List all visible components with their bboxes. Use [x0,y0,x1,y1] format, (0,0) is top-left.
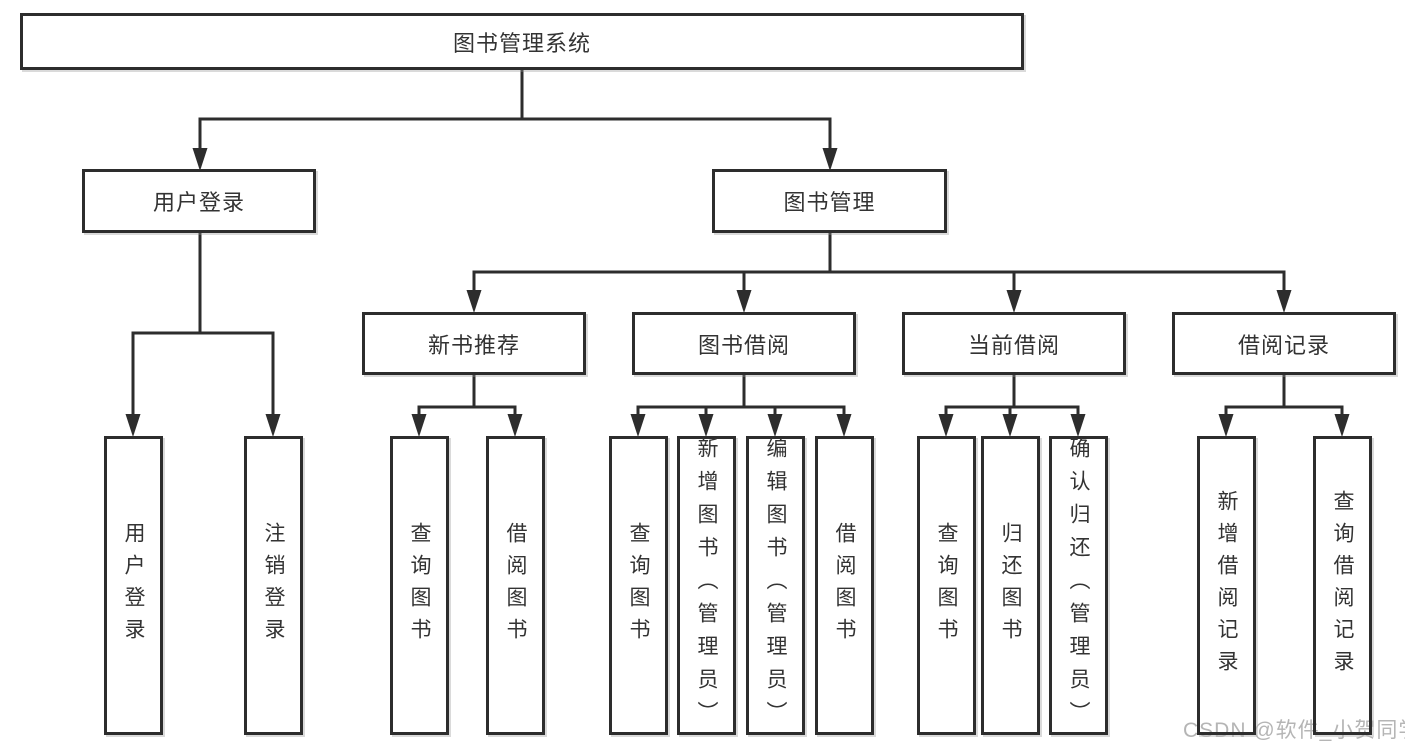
leaf-user-login: 用户登录 [104,436,163,735]
csdn-watermark: CSDN @软件_小贺同学 [1183,719,1405,742]
leaf-borrow-books-2: 借阅图书 [815,436,874,735]
leaf-edit-books-admin-label: 编辑图书（管理员） [764,437,787,734]
node-user-login: 用户登录 [82,169,316,233]
leaf-confirm-return-admin: 确认归还（管理员） [1049,436,1108,735]
leaf-return-books-label: 归还图书 [999,521,1022,650]
leaf-confirm-return-admin-label: 确认归还（管理员） [1067,437,1090,734]
node-user-login-label: 用户登录 [152,190,245,215]
node-borrow-records-label: 借阅记录 [1237,332,1330,358]
leaf-query-books-3: 查询图书 [917,436,976,735]
leaf-logout: 注销登录 [244,436,303,735]
leaf-query-books-2-label: 查询图书 [627,521,650,650]
node-book-management: 图书管理 [712,169,947,233]
node-book-management-label: 图书管理 [783,190,876,215]
leaf-query-books-3-label: 查询图书 [935,521,958,650]
leaf-query-books-1: 查询图书 [390,436,449,735]
node-book-borrow: 图书借阅 [632,312,856,375]
node-book-borrow-label: 图书借阅 [697,332,790,358]
leaf-add-books-admin-label: 新增图书（管理员） [695,437,718,734]
node-root-system: 图书管理系统 [20,13,1024,70]
node-new-book-recommend: 新书推荐 [362,312,586,375]
leaf-add-borrow-record: 新增借阅记录 [1197,436,1256,735]
arrowheads [125,148,1350,437]
leaf-borrow-books-1-label: 借阅图书 [504,521,527,650]
leaf-query-borrow-record-label: 查询借阅记录 [1331,489,1354,682]
leaf-return-books: 归还图书 [981,436,1040,735]
node-new-book-recommend-label: 新书推荐 [427,332,520,358]
leaf-user-login-label: 用户登录 [122,521,145,650]
leaf-query-borrow-record: 查询借阅记录 [1313,436,1372,735]
leaf-query-books-1-label: 查询图书 [408,521,431,650]
leaf-query-books-2: 查询图书 [609,436,668,735]
leaf-borrow-books-1: 借阅图书 [486,436,545,735]
leaf-logout-label: 注销登录 [262,521,285,650]
node-borrow-records: 借阅记录 [1172,312,1396,375]
node-root-label: 图书管理系统 [452,30,591,56]
leaf-edit-books-admin: 编辑图书（管理员） [746,436,805,735]
leaf-borrow-books-2-label: 借阅图书 [833,521,856,650]
leaf-add-borrow-record-label: 新增借阅记录 [1215,489,1238,682]
node-current-borrow: 当前借阅 [902,312,1126,375]
node-current-borrow-label: 当前借阅 [967,332,1060,358]
leaf-add-books-admin: 新增图书（管理员） [677,436,736,735]
